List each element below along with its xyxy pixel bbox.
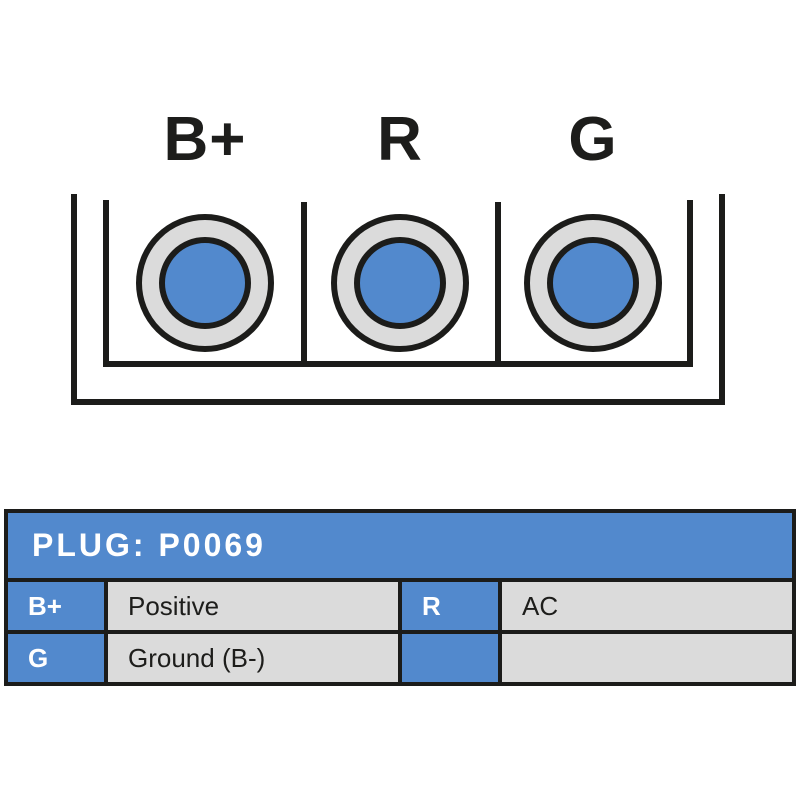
pin-key-cell-g: G [8,634,104,682]
table-row: G Ground (B-) [8,634,792,682]
plug-table-title: PLUG: P0069 [8,513,792,578]
connector-diagram: B+ R G [71,105,725,405]
pin-value-cell-positive: Positive [108,582,398,630]
pin-key-cell-b-plus: B+ [8,582,104,630]
terminal-label-g: G [568,105,618,174]
terminal-label-b-plus: B+ [163,105,247,174]
terminal-label-r: R [377,105,423,174]
terminal-r-pin [354,237,446,329]
pin-value-cell-ac: AC [502,582,792,630]
terminal-g-pin [547,237,639,329]
pin-key-cell-empty [402,634,498,682]
terminal-b-plus-pin [159,237,251,329]
plug-table: PLUG: P0069 B+ Positive R AC G Ground (B… [4,509,796,686]
connector-outline-outer [71,194,725,405]
pin-value-cell-ground: Ground (B-) [108,634,398,682]
table-row: B+ Positive R AC [8,582,792,630]
pin-key-cell-r: R [402,582,498,630]
connector-outline-inner [103,200,693,367]
pin-value-cell-empty [502,634,792,682]
connector-drawing [71,194,725,405]
